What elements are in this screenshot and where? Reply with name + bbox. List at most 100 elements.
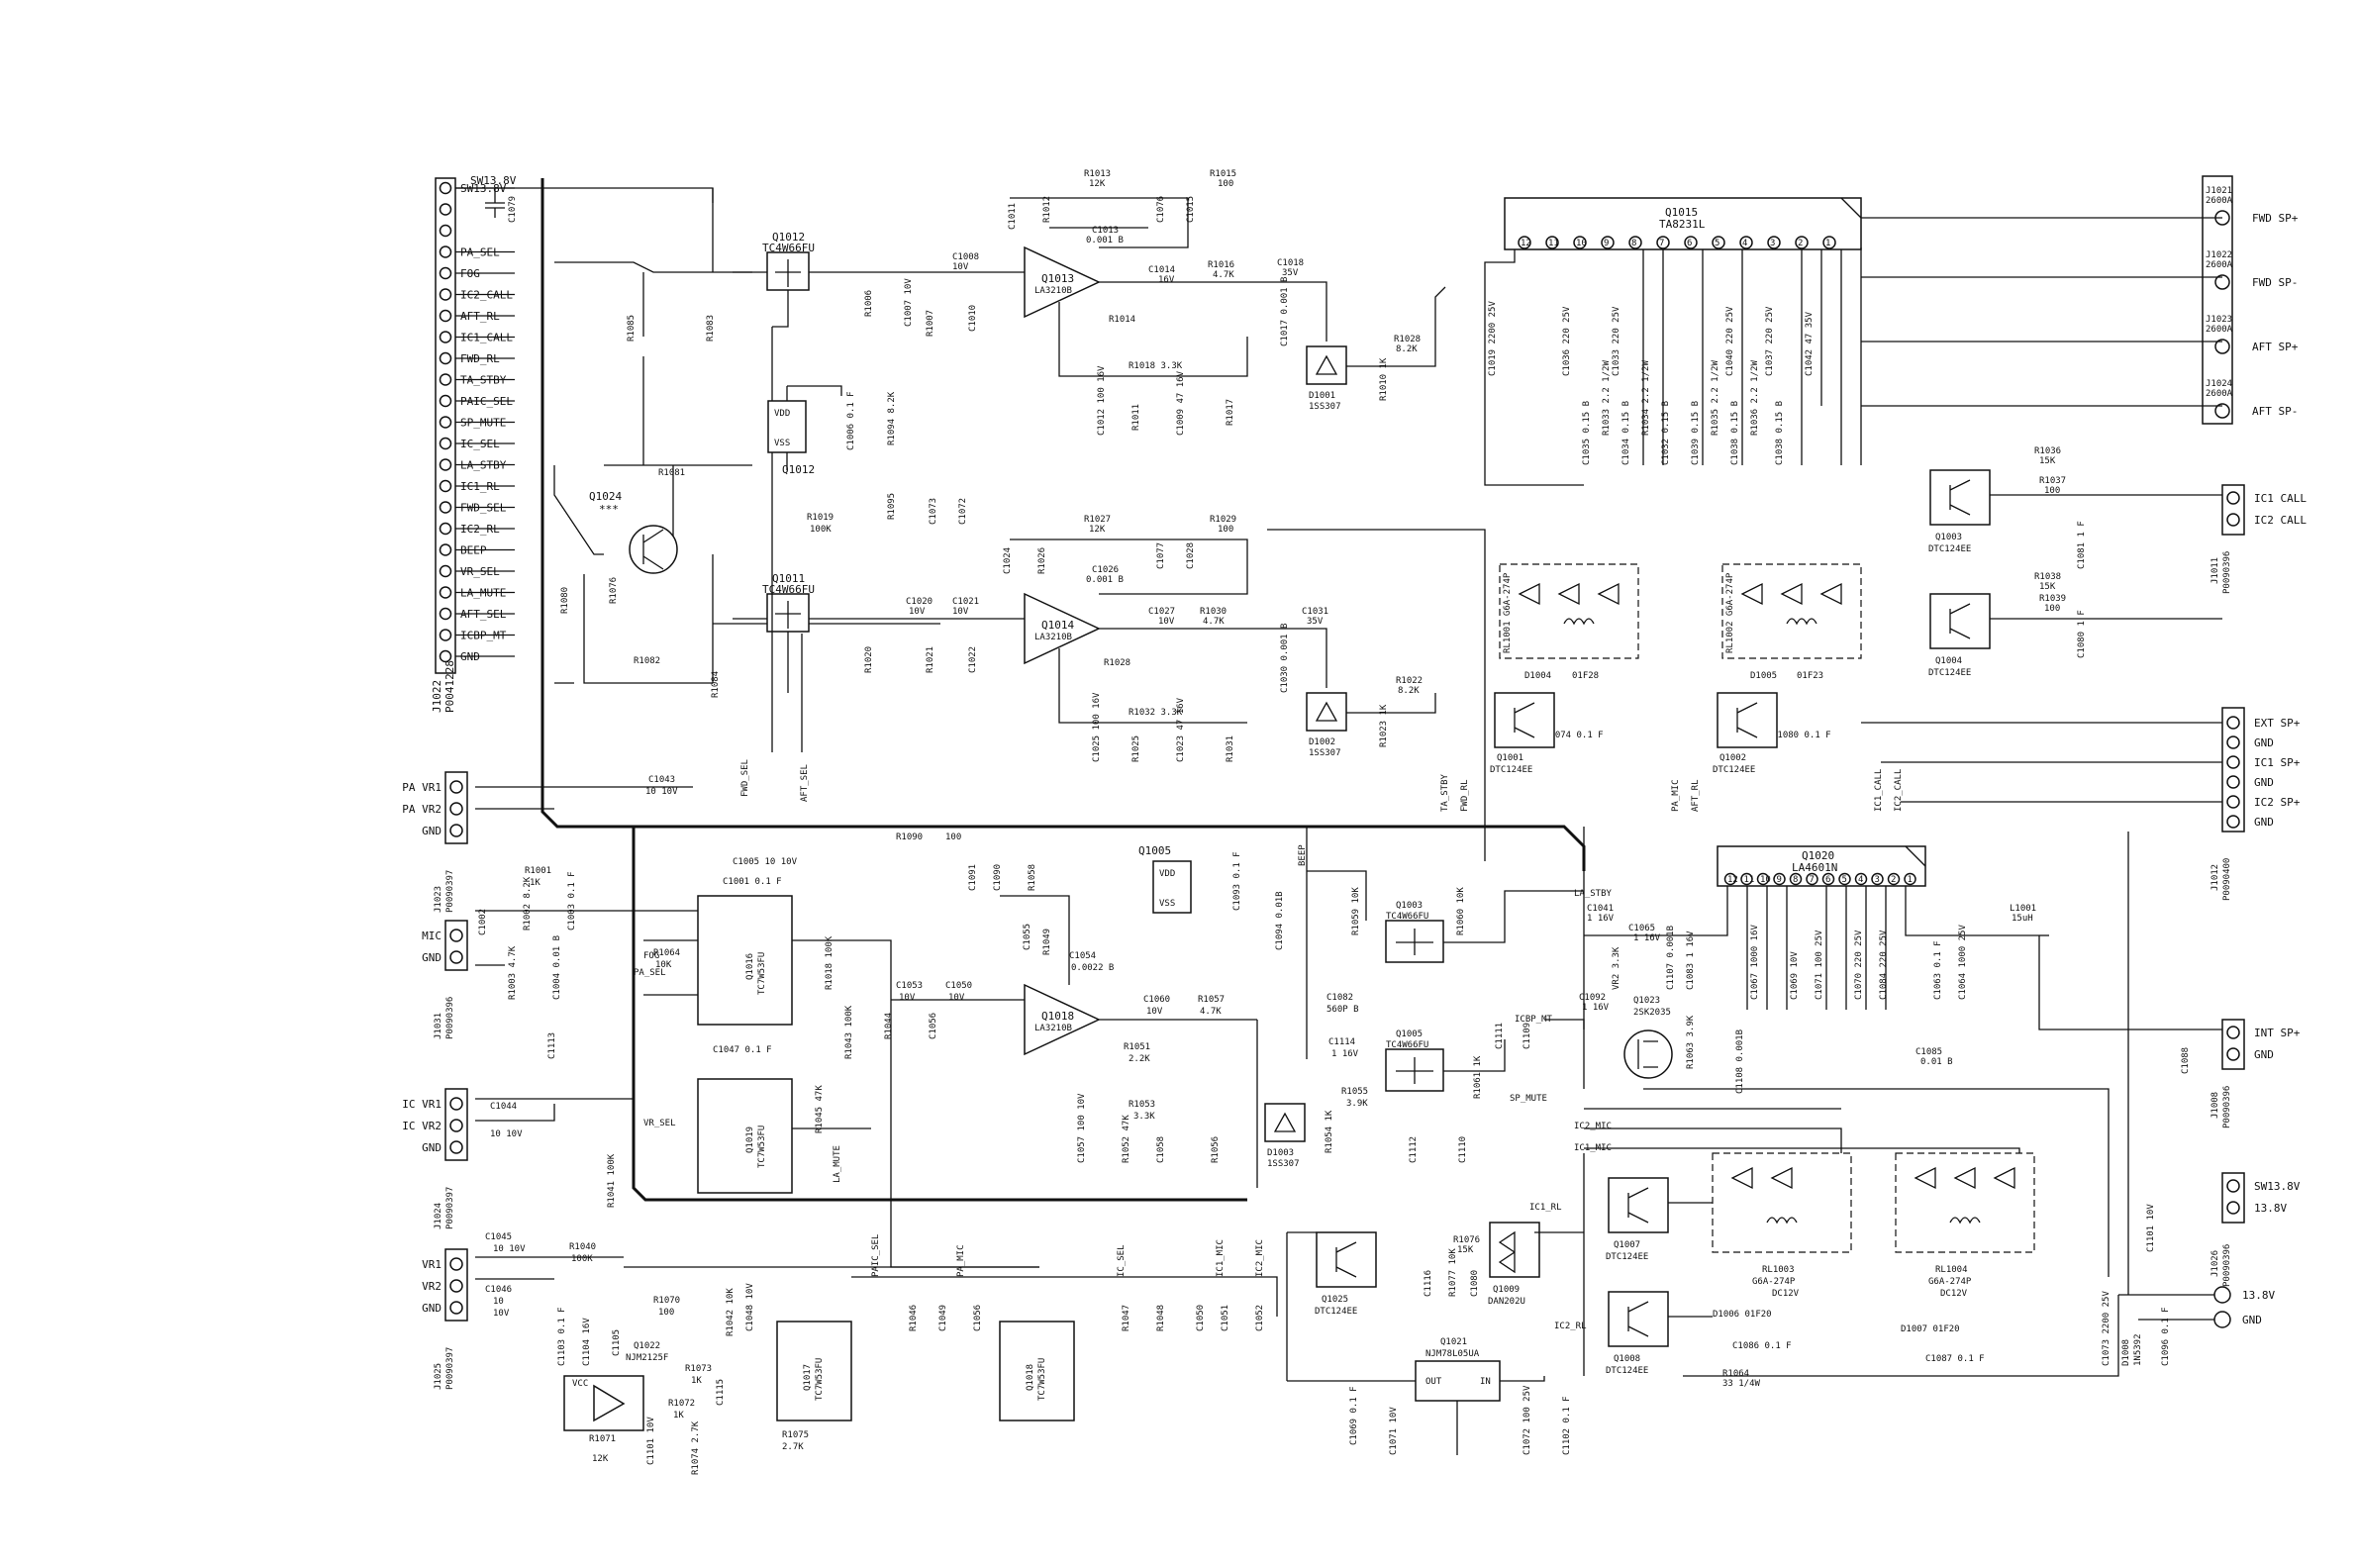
left-connector-pin	[449, 1119, 463, 1132]
svg-text:C1017 0.001 B: C1017 0.001 B	[1280, 277, 1290, 346]
svg-text:10V: 10V	[909, 607, 926, 617]
svg-text:C1031: C1031	[1302, 607, 1328, 617]
q1020-pin	[1904, 872, 1916, 886]
svg-text:Q1023: Q1023	[1633, 996, 1660, 1006]
left-connector-part: P0090397	[445, 870, 455, 913]
svg-text:R1018 3.3K: R1018 3.3K	[1129, 361, 1183, 371]
svg-text:R1057: R1057	[1198, 995, 1225, 1005]
svg-text:NJM2125F: NJM2125F	[626, 1353, 668, 1363]
svg-text:1K: 1K	[530, 878, 540, 888]
svg-text:C1058: C1058	[1156, 1136, 1166, 1163]
ic-q1019: Q1019 TC7W53FU	[697, 1078, 793, 1194]
speaker-connector-part: 2600A	[2206, 325, 2233, 335]
relay-rl1003: RL1003 G6A-274P DC12V	[1712, 1152, 1852, 1299]
j1022-pin	[439, 266, 452, 280]
svg-text:C1073: C1073	[929, 498, 938, 525]
svg-text:R1033 2.2 1/2W: R1033 2.2 1/2W	[1602, 360, 1612, 436]
svg-text:Q1014: Q1014	[1041, 619, 1074, 632]
svg-text:C1073 2200 25V: C1073 2200 25V	[2102, 1291, 2111, 1366]
svg-text:10V: 10V	[952, 607, 969, 617]
svg-text:C1011: C1011	[1008, 203, 1018, 230]
svg-text:R1045 47K: R1045 47K	[815, 1085, 825, 1133]
svg-text:0.001 B: 0.001 B	[1086, 236, 1124, 245]
net-label-pa-sel: PA_SEL	[634, 968, 666, 978]
svg-text:10V: 10V	[493, 1309, 510, 1319]
svg-text:L1001: L1001	[2010, 904, 2036, 914]
svg-text:C1056: C1056	[973, 1305, 983, 1331]
q1020-pin	[1887, 872, 1901, 886]
svg-text:R1043 100K: R1043 100K	[844, 1005, 854, 1059]
svg-text:P0090396: P0090396	[2222, 1244, 2232, 1287]
j1012-pin	[2226, 735, 2240, 749]
svg-text:C1024: C1024	[1003, 547, 1013, 574]
net-label-ic-sel: IC_SEL	[1117, 1244, 1127, 1277]
svg-text:R1031: R1031	[1226, 735, 1235, 762]
svg-text:RL1002 G6A-274P: RL1002 G6A-274P	[1725, 572, 1735, 653]
diode-d1001: D1001 1SS307	[1306, 345, 1347, 412]
left-connector-ref: J1024	[434, 1203, 443, 1229]
svg-text:R1016: R1016	[1208, 260, 1234, 270]
svg-text:10V: 10V	[899, 993, 916, 1003]
svg-text:12K: 12K	[1089, 525, 1106, 535]
svg-text:R1051: R1051	[1124, 1042, 1150, 1052]
svg-text:R1063 3.9K: R1063 3.9K	[1686, 1015, 1696, 1069]
svg-text:R1029: R1029	[1210, 515, 1236, 525]
svg-text:VSS: VSS	[1159, 899, 1175, 909]
svg-text:R1044: R1044	[884, 1013, 894, 1039]
svg-text:C1103 0.1 F: C1103 0.1 F	[557, 1307, 567, 1366]
connector-j1022-ref: J1022	[431, 680, 443, 713]
svg-text:VDD: VDD	[1159, 869, 1175, 879]
svg-text:P0090400: P0090400	[2222, 858, 2232, 901]
regulator-q1021: OUT IN Q1021 NJM78L05UA	[1415, 1337, 1501, 1402]
svg-text:1SS307: 1SS307	[1309, 402, 1341, 412]
net-label-sp-mute: SP_MUTE	[1510, 1094, 1547, 1104]
svg-text:R1052 47K: R1052 47K	[1122, 1115, 1131, 1163]
q1015-pin	[1628, 236, 1642, 249]
relay-rl1004: RL1004 G6A-274P DC12V	[1895, 1152, 2035, 1299]
svg-text:C1096 0.1 F: C1096 0.1 F	[2161, 1307, 2171, 1366]
svg-text:C1109: C1109	[1522, 1023, 1532, 1049]
svg-text:4.7K: 4.7K	[1213, 270, 1234, 280]
svg-text:C1007 10V: C1007 10V	[904, 278, 914, 327]
svg-text:C1012 100 16V: C1012 100 16V	[1097, 365, 1107, 436]
svg-text:C1030 0.001 B: C1030 0.001 B	[1280, 624, 1290, 693]
svg-text:C1082: C1082	[1326, 993, 1353, 1003]
svg-text:C1116: C1116	[1424, 1270, 1433, 1297]
q1020-pin	[1871, 872, 1884, 886]
svg-text:Q1008: Q1008	[1614, 1354, 1640, 1364]
svg-text:C1037 220 25V: C1037 220 25V	[1765, 306, 1775, 376]
j1022-pin	[439, 522, 452, 536]
q1020-pin	[1806, 872, 1818, 886]
svg-text:TC4W66FU: TC4W66FU	[762, 242, 815, 254]
j1022-pin	[439, 458, 452, 471]
svg-text:TC7W53FU: TC7W53FU	[757, 952, 767, 995]
svg-text:TC4W66FU: TC4W66FU	[1386, 912, 1428, 922]
q1015-pin-number: 11	[1548, 239, 1559, 248]
net-label-aft-sel: AFT_SEL	[800, 764, 810, 802]
svg-text:TC4W66FU: TC4W66FU	[1386, 1040, 1428, 1050]
svg-text:100: 100	[2044, 486, 2060, 496]
svg-text:R1021: R1021	[926, 646, 935, 673]
svg-text:C1039 0.15 B: C1039 0.15 B	[1691, 401, 1701, 465]
svg-text:VDD: VDD	[774, 409, 790, 419]
svg-text:R1084: R1084	[711, 671, 721, 698]
net-label-icbp-mt: ICBP_MT	[1515, 1015, 1553, 1025]
svg-text:R1020: R1020	[864, 646, 874, 673]
svg-text:R1046: R1046	[909, 1305, 919, 1331]
svg-text:C1048 10V: C1048 10V	[745, 1283, 755, 1331]
j1022-pin	[439, 479, 452, 493]
svg-text:1K: 1K	[673, 1411, 684, 1421]
svg-text:2.7K: 2.7K	[782, 1442, 804, 1452]
svg-text:0.001 B: 0.001 B	[1086, 575, 1124, 585]
svg-text:100K: 100K	[571, 1254, 593, 1264]
svg-text:12K: 12K	[1089, 179, 1106, 189]
q1020-pin	[1821, 872, 1835, 886]
j1022-pin	[439, 586, 452, 599]
net-label-ic2-mic2: IC2_MIC	[1255, 1239, 1265, 1277]
left-connector-pin-label: MIC	[422, 930, 442, 942]
svg-text:C1003 0.1 F: C1003 0.1 F	[567, 871, 577, 931]
svg-text:LA3210B: LA3210B	[1034, 1024, 1072, 1033]
svg-text:C1005 10 10V: C1005 10 10V	[733, 857, 798, 867]
q1015-pin	[1822, 236, 1836, 249]
speaker-connector-label: FWD SP-	[2252, 276, 2298, 289]
